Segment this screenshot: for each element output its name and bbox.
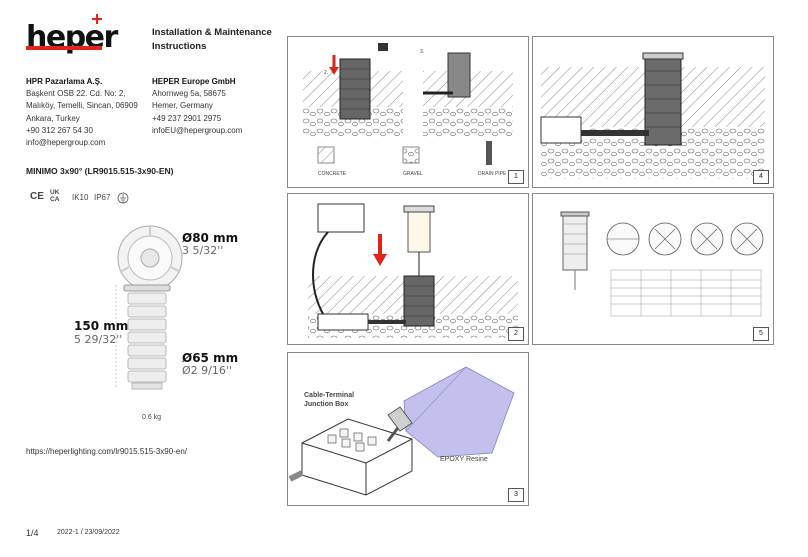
logo-underline: [26, 46, 102, 50]
step-3-label: 3.: [420, 49, 425, 55]
title-line-2: Instructions: [152, 41, 207, 52]
ukca-mark: UK CA: [50, 189, 60, 203]
ip-rating: IP67: [94, 193, 111, 202]
address-line: Hemer, Germany: [152, 101, 213, 111]
title-line-1: Installation & Maintenance: [152, 27, 272, 38]
product-top-view: [117, 225, 183, 291]
panel-number: 2: [508, 327, 524, 341]
address-turkey: HPR Pazarlama A.Ş. Başkent OSB 22. Cd. N…: [26, 76, 148, 149]
product-side-view: [115, 284, 171, 390]
junction-box-label-1: Cable-Terminal: [304, 392, 355, 399]
phone-tr: +90 312 267 54 30: [26, 125, 93, 135]
legend-gravel: GRAVEL: [403, 171, 423, 177]
company-name-tr: HPR Pazarlama A.Ş.: [26, 77, 103, 86]
product-url-link[interactable]: https://heperlighting.com/lr9015.515-3x9…: [26, 447, 187, 456]
step-3-illustration: [288, 366, 515, 496]
page-number: 1/4: [26, 528, 39, 538]
product-weight: 0.6 kg: [142, 414, 162, 421]
height-inch: 5 29/32'': [74, 333, 123, 346]
diameter-bottom-mm: Ø65 mm: [182, 351, 239, 365]
logo-plus-icon: [92, 14, 102, 24]
panel-step-1: 2. 3. CONCRETE GRAVEL DRAIN PIPE 1: [287, 36, 529, 188]
panel-step-2: 2: [287, 193, 529, 345]
address-line: Ankara, Turkey: [26, 113, 80, 123]
panel-step-5: 5: [532, 193, 774, 345]
revision-date: 2022-1 / 23/09/2022: [57, 529, 120, 536]
address-line: Başkent OSB 22. Cd. No: 2,: [26, 89, 126, 99]
panel-number: 4: [753, 170, 769, 184]
legend-concrete: CONCRETE: [318, 171, 347, 177]
panel-number: 5: [753, 327, 769, 341]
address-line: Malıköy, Temelli, Sincan, 06909: [26, 101, 138, 111]
document-title: Installation & Maintenance Instructions: [152, 26, 282, 54]
diameter-top-inch: 3 5/32'': [182, 244, 224, 257]
panel-step-4: 4: [532, 36, 774, 188]
phone-de: +49 237 2901 2975: [152, 113, 222, 123]
email-link-de[interactable]: infoEU@hepergroup.com: [152, 125, 243, 135]
step-4-illustration: [540, 52, 765, 179]
diameter-bottom-inch: Ø2 9/16'': [182, 364, 232, 377]
diameter-top-mm: Ø80 mm: [182, 231, 239, 245]
legend-drain-pipe: DRAIN PIPE: [478, 171, 507, 177]
step-1-illustration: [303, 43, 513, 165]
product-name: MINIMO 3x90° (LR9015.515-3x90-EN): [26, 166, 174, 176]
step-1-label: 2.: [324, 70, 329, 76]
panel-number: 1: [508, 170, 524, 184]
company-name-de: HEPER Europe GmbH: [152, 77, 236, 86]
epoxy-label: EPOXY Resine: [440, 456, 488, 463]
step-5-illustration: [560, 211, 764, 317]
panel-number: 3: [508, 488, 524, 502]
panel-step-3: Cable-Terminal Junction Box EPOXY Resine…: [287, 352, 529, 506]
address-line: Ahornweg 5a, 58675: [152, 89, 226, 99]
step-2-illustration: [308, 203, 518, 338]
address-germany: HEPER Europe GmbH Ahornweg 5a, 58675 Hem…: [152, 76, 272, 137]
ce-mark: CE: [30, 191, 44, 202]
email-link-tr[interactable]: info@hepergroup.com: [26, 138, 106, 148]
height-mm: 150 mm: [74, 319, 129, 333]
protective-class-icon: [117, 192, 129, 204]
junction-box-label-2: Junction Box: [304, 401, 349, 408]
ik-rating: IK10: [72, 193, 89, 202]
